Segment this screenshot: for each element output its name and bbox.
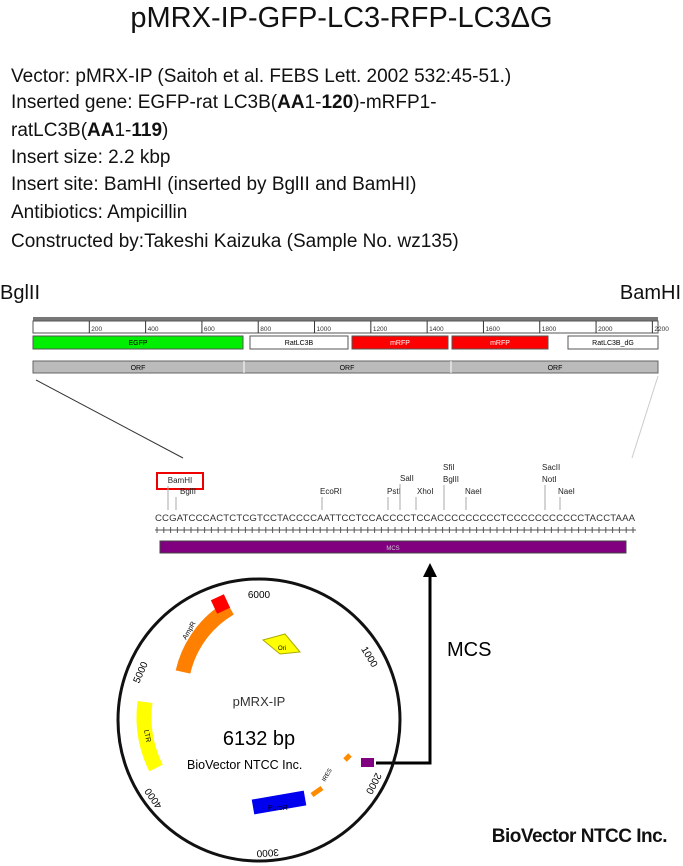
plasmid-name: pMRX-IP — [233, 694, 286, 709]
ruler-label: 2000 — [598, 326, 613, 333]
feature-ampr — [175, 601, 234, 674]
svg-text:Ori: Ori — [278, 646, 286, 652]
ruler-label: 1000 — [317, 326, 332, 333]
enzyme-label: BglII — [443, 475, 459, 484]
feature-mrfp-2 — [451, 335, 549, 350]
ruler-label: 1200 — [373, 326, 388, 333]
ruler-label: 1800 — [542, 326, 557, 333]
enzyme-label: XhoI — [417, 487, 433, 496]
feature-label: mRFP — [490, 340, 510, 347]
ruler-label: 1600 — [485, 326, 500, 333]
mcs-label: MCS — [447, 639, 491, 661]
feature-label: RatLC3B — [285, 340, 314, 347]
enzyme-label: SfiI — [443, 463, 455, 472]
left-site-label: BglII — [0, 282, 41, 304]
orf-label: ORF — [548, 365, 563, 372]
feature-mrfp — [351, 335, 449, 350]
enzyme-label: PstI — [387, 487, 401, 496]
orf-track — [32, 360, 659, 374]
page-title: pMRX-IP-GFP-LC3-RFP-LC3ΔG — [130, 2, 553, 34]
enzyme-label: SacII — [542, 463, 560, 472]
enzyme-label: BglII — [180, 487, 196, 496]
feature-puror — [251, 790, 307, 815]
watermark: BioVector NTCC Inc. — [491, 826, 668, 847]
mcs-bar-label: MCS — [386, 546, 399, 552]
svg-text:IRES: IRES — [322, 768, 334, 783]
ruler-label: 600 — [204, 326, 215, 333]
feature-label: mRFP — [390, 340, 410, 347]
orf-label: ORF — [131, 365, 146, 372]
antibiotics-info: Antibiotics: Ampicillin — [11, 202, 188, 223]
insert-size-info: Insert size: 2.2 kbp — [11, 147, 171, 168]
enzyme-label: NaeI — [558, 487, 575, 496]
feature-ratlc3b-dg — [567, 335, 659, 350]
mcs-arrow — [376, 572, 432, 765]
enzyme-label: BamHI — [168, 476, 192, 485]
ruler-label: 200 — [91, 326, 102, 333]
plasmid-tick-label: 1000 — [358, 645, 379, 670]
bamhi-highlight-box — [156, 472, 204, 490]
svg-text:LTR: LTR — [142, 729, 151, 743]
feature-label: EGFP — [128, 340, 147, 347]
plasmid-tick-label: 3000 — [256, 846, 279, 859]
feature-ltr — [136, 701, 163, 772]
ruler-label: 1400 — [429, 326, 444, 333]
inserted-gene-info-cont: ratLC3B(AA1-119) — [11, 120, 169, 141]
mcs-marker — [361, 758, 374, 767]
mcs-bar — [159, 540, 627, 554]
plasmid-tick-label: 6000 — [248, 590, 271, 601]
enzyme-label: EcoRI — [320, 487, 342, 496]
feature-label: RatLC3B_dG — [592, 340, 634, 347]
insert-map: 200 400 600 800 1000 1200 1400 1600 1800 2000 2200… — [32, 317, 669, 459]
enzyme-label: SalI — [400, 474, 414, 483]
constructed-by-info: Constructed by:Takeshi Kaizuka (Sample N… — [11, 231, 459, 252]
feature-egfp — [32, 335, 244, 350]
insert-site-info: Insert site: BamHI (inserted by BglII an… — [11, 174, 417, 195]
mcs-sequence: CCGATCCCACTCTCGTCCTACCCCAATTCCTCCACCCCTC… — [155, 513, 636, 524]
inserted-gene-info: Inserted gene: EGFP-rat LC3B(AA1-120)-mR… — [11, 92, 437, 113]
plasmid-tick-label: 5000 — [132, 660, 151, 685]
enzyme-label: NotI — [542, 475, 557, 484]
right-site-label: BamHI — [619, 282, 681, 304]
feature-ori — [261, 633, 301, 655]
orf-label: ORF — [340, 365, 355, 372]
svg-text:PuroR: PuroR — [268, 805, 288, 812]
ruler-label: 800 — [260, 326, 271, 333]
plasmid-size: 6132 bp — [223, 728, 295, 750]
vector-info: Vector: pMRX-IP (Saitoh et al. FEBS Lett… — [11, 66, 512, 87]
ruler-label: 2200 — [654, 326, 669, 333]
feature-ratlc3b — [249, 335, 349, 350]
enzyme-label: NaeI — [465, 487, 482, 496]
inner-watermark: BioVector NTCC Inc. — [187, 758, 302, 772]
ruler-label: 400 — [148, 326, 159, 333]
